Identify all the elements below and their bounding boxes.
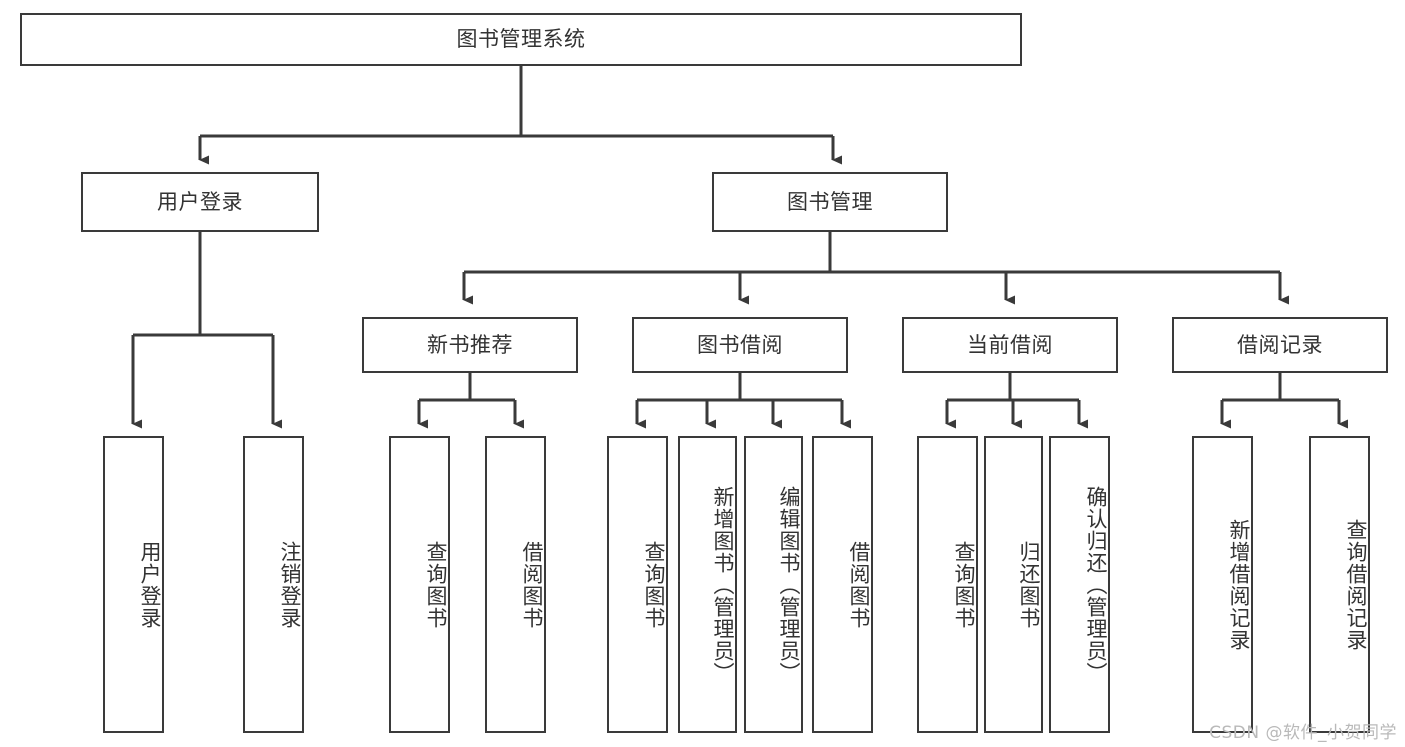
node-leaf-query-book-1-label: 查询图书 <box>424 540 448 629</box>
node-leaf-edit-book-admin[interactable]: 编辑图书（管理员） <box>744 436 803 733</box>
node-current-borrow[interactable]: 当前借阅 <box>902 317 1118 373</box>
node-leaf-user-login[interactable]: 用户登录 <box>103 436 164 733</box>
node-leaf-return-book[interactable]: 归还图书 <box>984 436 1043 733</box>
node-user-login[interactable]: 用户登录 <box>81 172 319 232</box>
node-borrow-record-label: 借阅记录 <box>1237 332 1323 357</box>
node-leaf-logout-login-label: 注销登录 <box>278 540 302 629</box>
node-book-management-label: 图书管理 <box>787 189 873 214</box>
node-leaf-query-book-2-label: 查询图书 <box>642 540 666 629</box>
node-leaf-query-book-1[interactable]: 查询图书 <box>389 436 450 733</box>
node-borrow-record[interactable]: 借阅记录 <box>1172 317 1388 373</box>
node-leaf-confirm-return-admin[interactable]: 确认归还（管理员） <box>1049 436 1110 733</box>
node-leaf-add-borrow-record-label: 新增借阅记录 <box>1227 518 1251 651</box>
node-leaf-logout-login[interactable]: 注销登录 <box>243 436 304 733</box>
node-leaf-confirm-return-admin-label: 确认归还（管理员） <box>1084 485 1108 684</box>
node-leaf-return-book-label: 归还图书 <box>1017 540 1041 629</box>
node-book-borrow-label: 图书借阅 <box>697 332 783 357</box>
node-current-borrow-label: 当前借阅 <box>967 332 1053 357</box>
node-leaf-borrow-book-2[interactable]: 借阅图书 <box>812 436 873 733</box>
node-leaf-query-book-3[interactable]: 查询图书 <box>917 436 978 733</box>
node-leaf-query-book-3-label: 查询图书 <box>952 540 976 629</box>
node-leaf-borrow-book-1[interactable]: 借阅图书 <box>485 436 546 733</box>
node-new-book-recommend[interactable]: 新书推荐 <box>362 317 578 373</box>
node-book-management[interactable]: 图书管理 <box>712 172 948 232</box>
node-user-login-label: 用户登录 <box>157 189 243 214</box>
node-root-label: 图书管理系统 <box>456 27 586 52</box>
node-leaf-query-borrow-record-label: 查询借阅记录 <box>1344 518 1368 651</box>
node-leaf-add-book-admin[interactable]: 新增图书（管理员） <box>678 436 737 733</box>
node-leaf-borrow-book-2-label: 借阅图书 <box>847 540 871 629</box>
node-leaf-query-book-2[interactable]: 查询图书 <box>607 436 668 733</box>
node-leaf-edit-book-admin-label: 编辑图书（管理员） <box>777 485 801 684</box>
node-leaf-query-borrow-record[interactable]: 查询借阅记录 <box>1309 436 1370 733</box>
node-new-book-recommend-label: 新书推荐 <box>427 332 513 357</box>
node-leaf-add-book-admin-label: 新增图书（管理员） <box>711 485 735 684</box>
node-book-borrow[interactable]: 图书借阅 <box>632 317 848 373</box>
node-root[interactable]: 图书管理系统 <box>20 13 1022 66</box>
node-leaf-add-borrow-record[interactable]: 新增借阅记录 <box>1192 436 1253 733</box>
node-leaf-borrow-book-1-label: 借阅图书 <box>520 540 544 629</box>
node-leaf-user-login-label: 用户登录 <box>138 540 162 629</box>
